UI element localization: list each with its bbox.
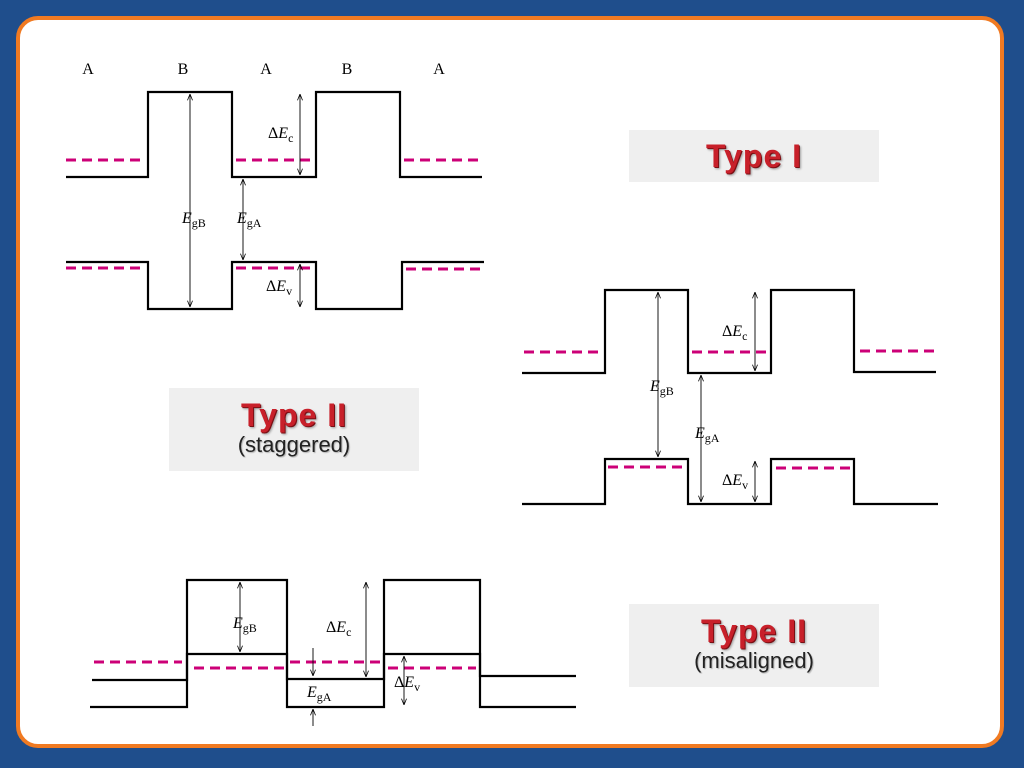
delta-ev-label: ΔEv bbox=[394, 674, 420, 694]
type-2-misaligned-label-box: Type II (misaligned) bbox=[629, 604, 879, 687]
slide: A B A B A EgB EgA ΔEc ΔEv bbox=[16, 16, 1004, 748]
type-2-staggered-title: Type II bbox=[241, 397, 347, 433]
valence-band-edge bbox=[522, 457, 938, 506]
delta-ec-label: ΔEc bbox=[268, 125, 293, 145]
column-label: A bbox=[82, 61, 94, 78]
bandgap-b-label: EgB bbox=[181, 210, 206, 230]
diagram-middle-right: EgB EgA ΔEc ΔEv bbox=[522, 288, 938, 506]
type-1-title: Type I bbox=[705, 138, 803, 174]
conduction-band-edge bbox=[90, 578, 576, 709]
bandgap-b-label: EgB bbox=[649, 378, 674, 398]
valence-band-edge bbox=[92, 652, 576, 709]
column-label: A bbox=[260, 61, 272, 78]
type-2-misaligned-title: Type II bbox=[701, 613, 807, 649]
type-2-misaligned-subtitle: (misaligned) bbox=[694, 648, 814, 673]
type-1-label-box: Type I bbox=[629, 130, 879, 182]
diagram-bottom-left: EgB EgA ΔEc ΔEv bbox=[90, 578, 576, 726]
conduction-band-edge bbox=[522, 288, 936, 375]
bandgap-a-label: EgA bbox=[306, 684, 332, 704]
valence-band-edge bbox=[66, 260, 484, 311]
diagram-top-left: A B A B A EgB EgA ΔEc ΔEv bbox=[66, 61, 484, 311]
delta-ev-label: ΔEv bbox=[266, 278, 292, 298]
bandgap-b-label: EgB bbox=[232, 615, 257, 635]
delta-ec-label: ΔEc bbox=[326, 619, 351, 639]
type-2-staggered-label-box: Type II (staggered) bbox=[169, 388, 419, 471]
conduction-band-edge bbox=[66, 90, 482, 179]
delta-ec-label: ΔEc bbox=[722, 323, 747, 343]
bandgap-a-label: EgA bbox=[694, 425, 720, 445]
bandgap-a-label: EgA bbox=[236, 210, 262, 230]
column-label: A bbox=[433, 61, 445, 78]
column-label: B bbox=[342, 61, 353, 78]
band-diagram-figure: A B A B A EgB EgA ΔEc ΔEv bbox=[66, 61, 938, 726]
type-2-staggered-subtitle: (staggered) bbox=[237, 432, 351, 457]
delta-ev-label: ΔEv bbox=[722, 472, 748, 492]
column-label: B bbox=[178, 61, 189, 78]
